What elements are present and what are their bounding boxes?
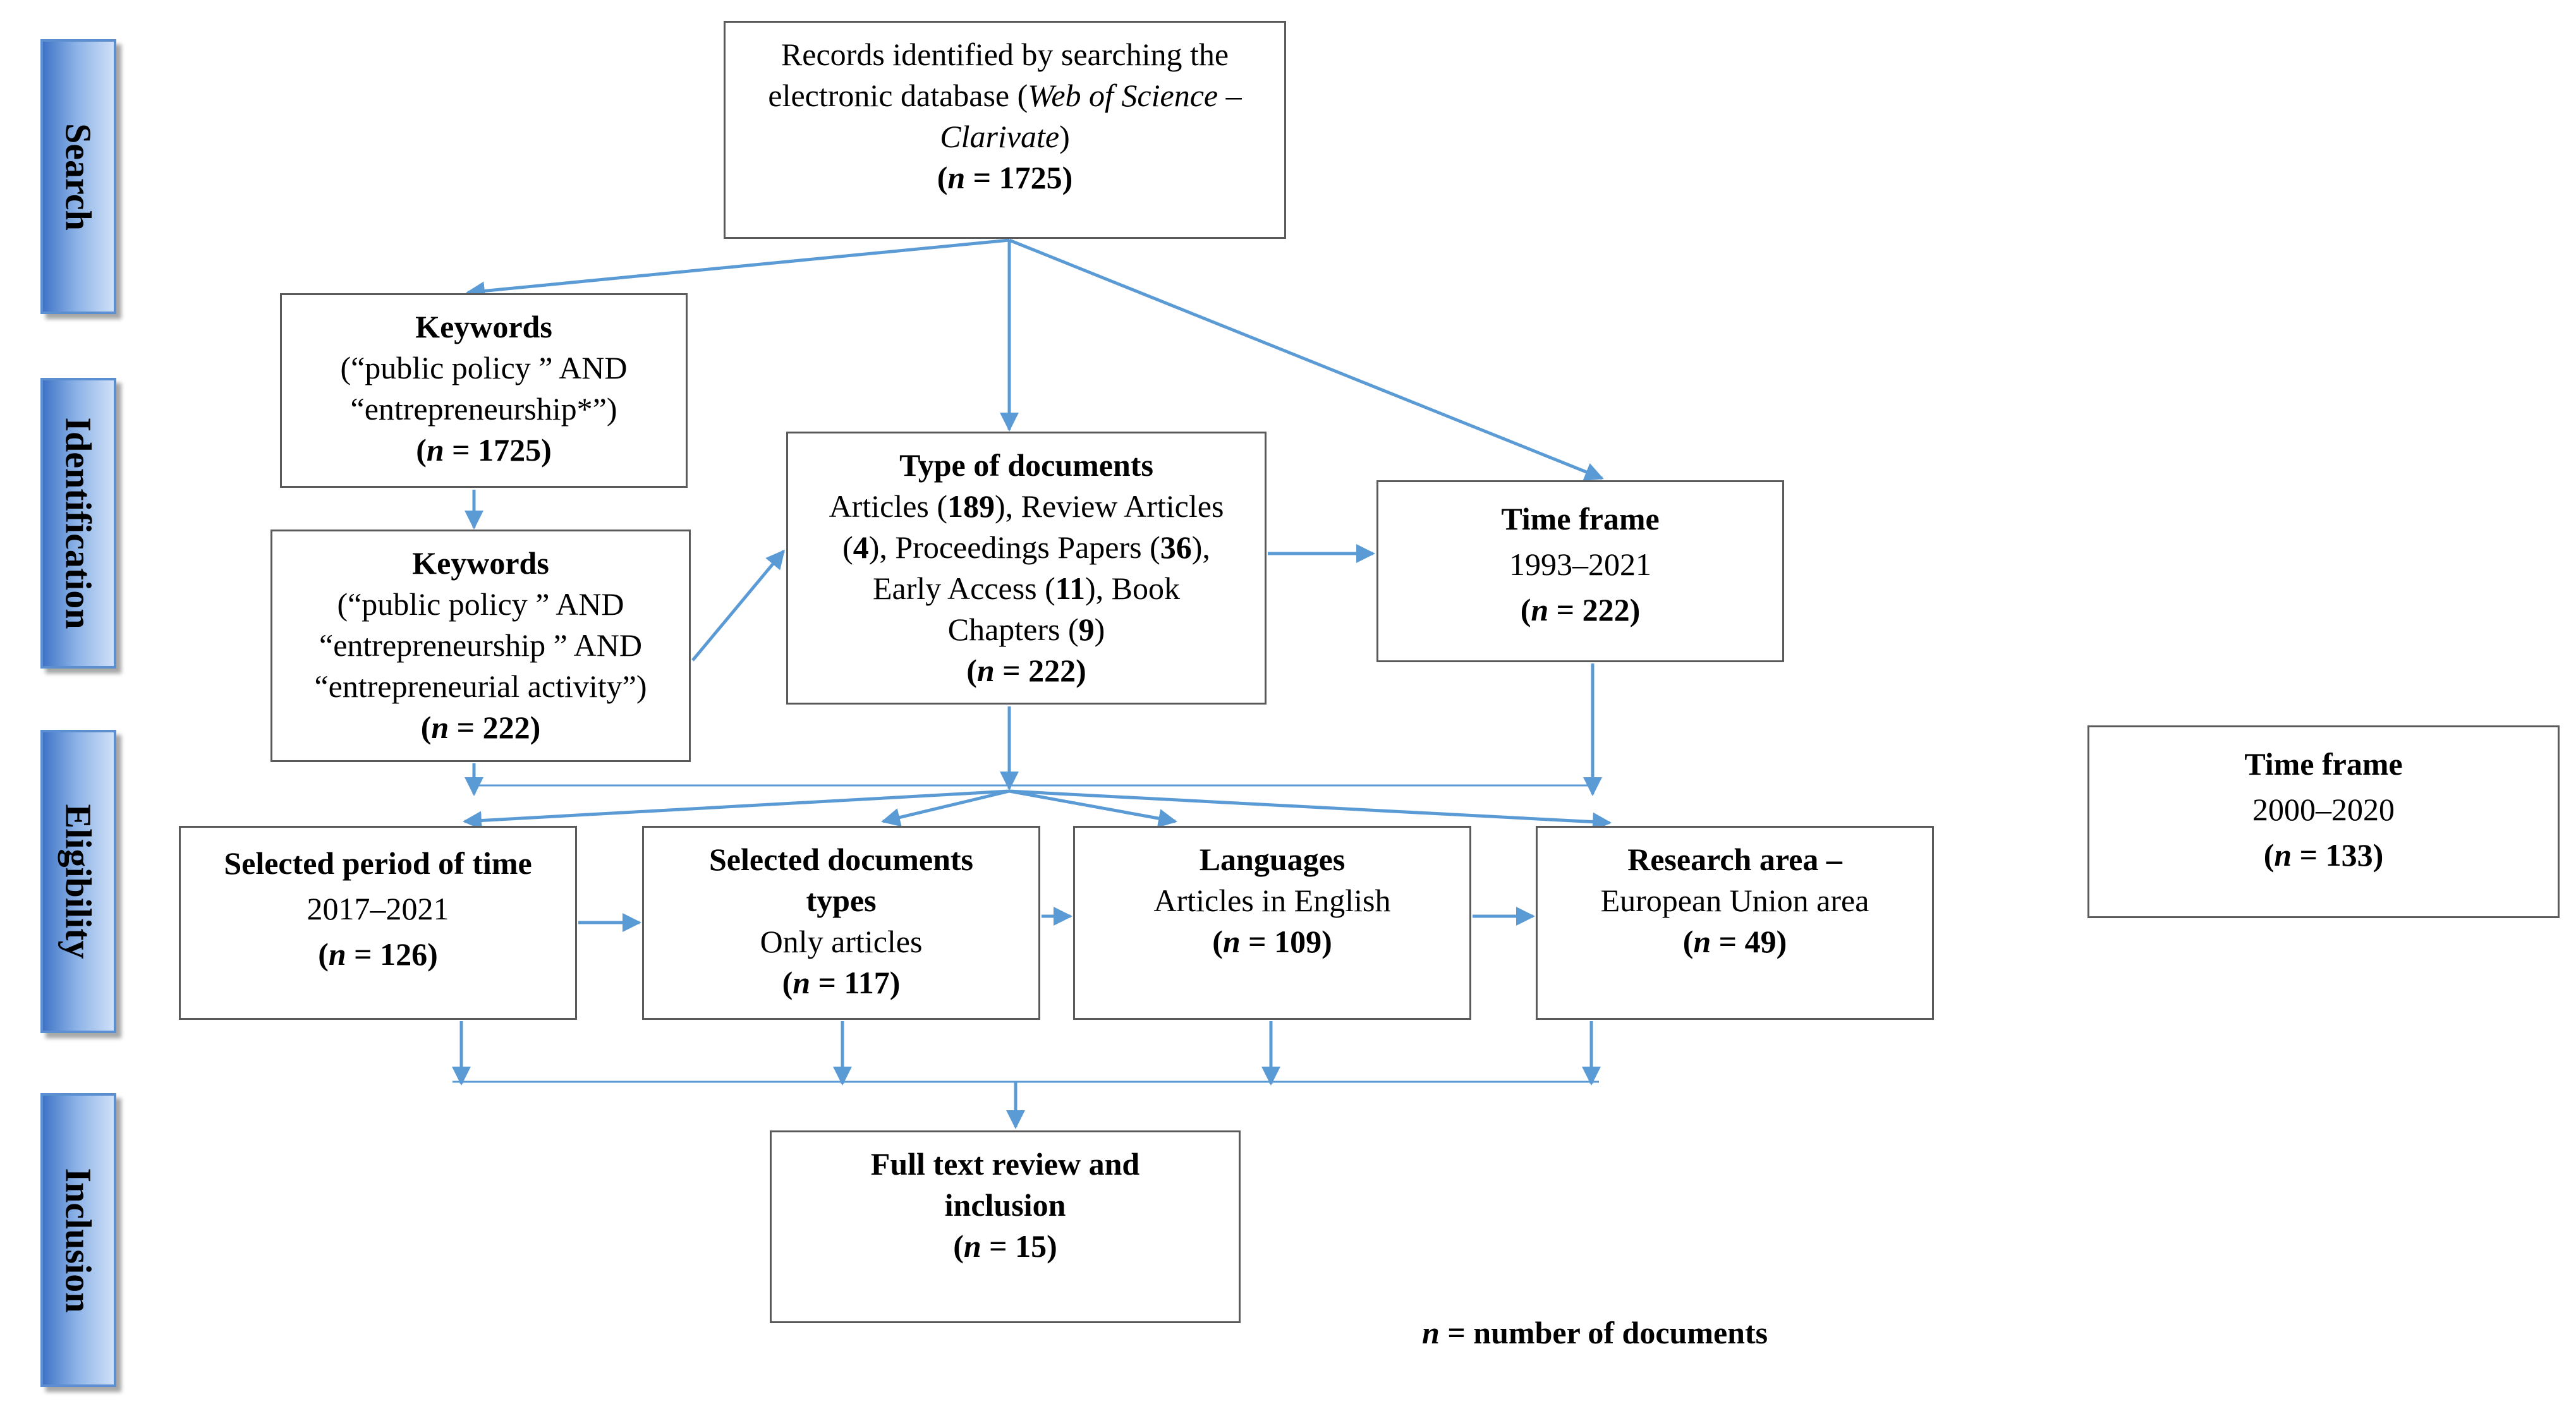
stage-inclusion-label: Inclusion — [58, 1168, 99, 1312]
records-count: (n = 1725) — [937, 160, 1073, 195]
keywords-1-count: (n = 1725) — [416, 432, 552, 468]
keywords-2-line1: (“public policy ” AND — [337, 586, 624, 622]
records-line3: Clarivate) — [940, 119, 1070, 154]
records-line2: electronic database (Web of Science – — [768, 78, 1242, 113]
full-title-line2: inclusion — [944, 1187, 1066, 1223]
arrow-keywords2-to-types — [691, 549, 785, 662]
legend-text: = number of documents — [1439, 1315, 1768, 1350]
full-text-review-box: Full text review and inclusion (n = 15) — [770, 1130, 1241, 1323]
arrow-fan-doctypes — [881, 789, 1010, 827]
keywords-2-line2: “entrepreneurship ” AND — [319, 627, 642, 663]
keywords-box-2: Keywords (“public policy ” AND “entrepre… — [270, 530, 691, 762]
period-count: (n = 126) — [318, 936, 438, 972]
type-of-documents-box: Type of documents Articles (189), Review… — [786, 432, 1267, 705]
languages-line: Articles in English — [1153, 883, 1391, 918]
doctypes-line: Only articles — [760, 924, 923, 959]
area-title: Research area – — [1627, 842, 1842, 877]
period-title: Selected period of time — [224, 845, 532, 881]
time-frame-count: (n = 222) — [1520, 592, 1641, 627]
stage-identification-tab: Identification — [40, 378, 116, 669]
time-frame-range: 1993–2021 — [1509, 547, 1651, 582]
time-frame-2-range: 2000–2020 — [2252, 792, 2395, 827]
doctypes-title-line2: types — [806, 883, 877, 918]
period-range: 2017–2021 — [307, 891, 449, 926]
time-frame-box: Time frame 1993–2021 (n = 222) — [1376, 480, 1784, 662]
keywords-1-line1: (“public policy ” AND — [340, 350, 628, 385]
arrow-fan-languages — [1009, 789, 1177, 828]
records-identified-box: Records identified by searching the elec… — [724, 21, 1286, 239]
doctypes-count: (n = 117) — [782, 965, 901, 1000]
types-line4: Chapters (9) — [947, 612, 1105, 647]
time-frame-box-2: Time frame 2000–2020 (n = 133) — [2087, 725, 2560, 918]
types-line2: (4), Proceedings Papers (36), — [842, 530, 1210, 565]
area-line: European Union area — [1600, 883, 1869, 918]
languages-title: Languages — [1199, 842, 1346, 877]
arrow-fan-period — [463, 789, 1010, 830]
types-title: Type of documents — [899, 447, 1153, 483]
languages-count: (n = 109) — [1212, 924, 1332, 959]
stage-eligibility-label: Eligibility — [58, 804, 99, 959]
keywords-2-title: Keywords — [412, 545, 549, 581]
stage-search-tab: Search — [40, 39, 116, 314]
types-count: (n = 222) — [966, 653, 1086, 688]
legend-note: n = number of documents — [1422, 1314, 1768, 1351]
keywords-1-title: Keywords — [415, 309, 552, 344]
languages-box: Languages Articles in English (n = 109) — [1073, 826, 1471, 1020]
keywords-2-line3: “entrepreneurial activity”) — [314, 669, 647, 704]
arrow-records-to-timeframe — [1009, 238, 1604, 481]
stage-search-label: Search — [58, 123, 99, 231]
research-area-box: Research area – European Union area (n =… — [1536, 826, 1934, 1020]
full-count: (n = 15) — [953, 1228, 1057, 1264]
area-count: (n = 49) — [1682, 924, 1787, 959]
arrow-fan-area — [1009, 789, 1612, 832]
records-line1: Records identified by searching the — [781, 37, 1229, 72]
selected-document-types-box: Selected documents types Only articles (… — [642, 826, 1040, 1020]
time-frame-title: Time frame — [1501, 501, 1660, 536]
types-line3: Early Access (11), Book — [872, 571, 1181, 606]
legend-n-symbol: n — [1422, 1315, 1440, 1350]
doctypes-title-line1: Selected documents — [709, 842, 973, 877]
types-line1: Articles (189), Review Articles — [829, 488, 1224, 524]
full-title-line1: Full text review and — [870, 1146, 1140, 1182]
selected-period-box: Selected period of time 2017–2021 (n = 1… — [179, 826, 577, 1020]
stage-eligibility-tab: Eligibility — [40, 730, 116, 1033]
arrow-records-to-keywords — [466, 238, 1010, 301]
keywords-box-1: Keywords (“public policy ” AND “entrepre… — [280, 293, 688, 488]
time-frame-2-title: Time frame — [2244, 746, 2403, 782]
keywords-2-count: (n = 222) — [420, 710, 541, 745]
time-frame-2-count: (n = 133) — [2263, 837, 2384, 873]
stage-identification-label: Identification — [58, 417, 99, 629]
keywords-1-line2: “entrepreneurship*”) — [350, 391, 617, 427]
stage-inclusion-tab: Inclusion — [40, 1093, 116, 1387]
